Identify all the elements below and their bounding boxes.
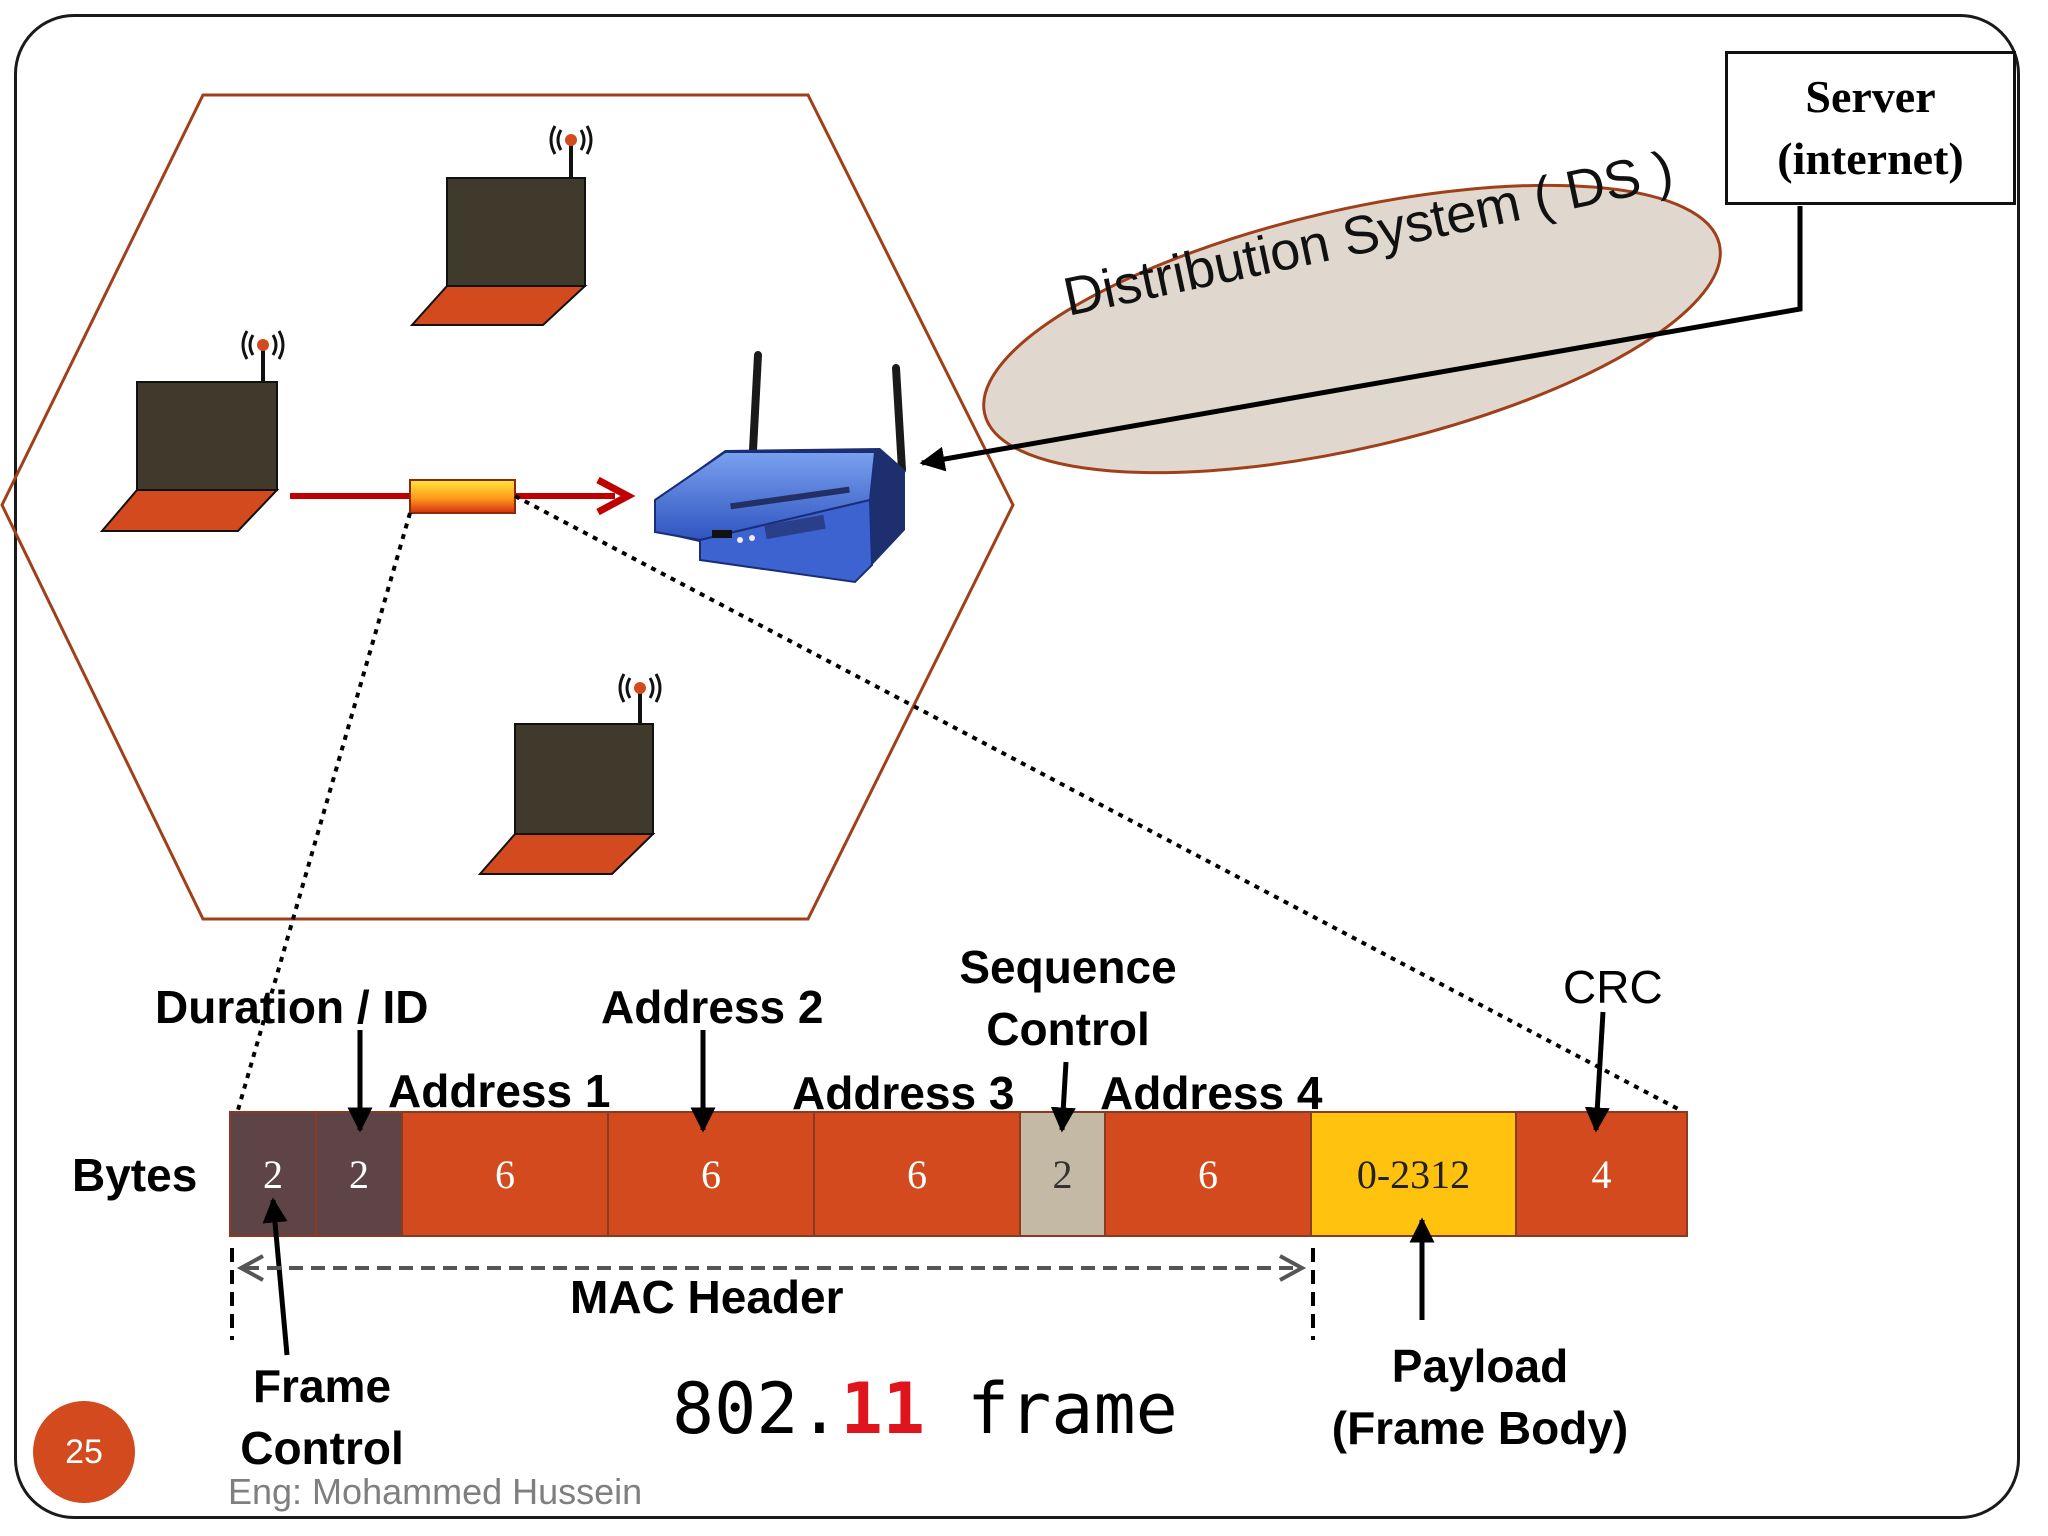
server-label-sub: (internet)	[1777, 133, 1964, 184]
field-sequence-control	[1019, 1111, 1106, 1237]
zoom-line-left	[236, 512, 412, 1111]
mac-header-span	[230, 1248, 1315, 1340]
frame-packet-icon	[409, 479, 516, 514]
laptop-icon	[409, 177, 588, 326]
frame-control-label: Frame Control	[212, 1355, 432, 1479]
frame-control-label-line: Control	[240, 1422, 404, 1474]
ds-connection-line	[919, 206, 1803, 472]
duration-id-label: Duration / ID	[155, 981, 429, 1033]
caption-highlight: 11	[840, 1368, 925, 1450]
field-address-1	[401, 1111, 609, 1237]
pointer-crc	[1584, 1011, 1610, 1133]
field-crc	[1515, 1111, 1688, 1237]
laptop-icon	[477, 723, 656, 875]
payload-label-line: (Frame Body)	[1331, 1402, 1629, 1454]
field-address-3	[813, 1111, 1021, 1237]
page-number-badge: 25	[33, 1401, 135, 1503]
sequence-control-label-line: Control	[986, 1003, 1150, 1055]
antenna-icon	[549, 125, 593, 178]
payload-label-line: Payload	[1391, 1340, 1569, 1392]
address-4-label: Address 4	[1100, 1067, 1323, 1119]
frame-control-label-line: Frame	[252, 1360, 392, 1412]
field-bytes: 6	[701, 1151, 721, 1197]
field-bytes: 2	[263, 1151, 283, 1197]
antenna-icon	[241, 330, 285, 382]
pointer-sequence-control	[1050, 1061, 1076, 1133]
router-icon	[654, 351, 906, 584]
field-payload	[1310, 1111, 1517, 1237]
crc-label: CRC	[1563, 961, 1663, 1013]
distribution-system-ellipse	[982, 183, 1722, 475]
slide-border	[14, 14, 2020, 1519]
address-2-label: Address 2	[601, 981, 824, 1033]
bss-hexagon	[0, 93, 1015, 921]
bytes-label: Bytes	[72, 1149, 198, 1201]
transmission-arrow	[290, 476, 636, 516]
sequence-control-label-line: Sequence	[959, 941, 1177, 993]
server-box: Server (internet)	[1725, 51, 2016, 205]
server-label: Server	[1805, 71, 1936, 122]
field-bytes: 6	[495, 1151, 515, 1197]
pointer-frame-control	[262, 1197, 290, 1356]
laptop-icon	[99, 381, 280, 532]
address-3-label: Address 3	[792, 1067, 1015, 1119]
caption-suffix: frame	[924, 1368, 1178, 1450]
sequence-control-label: Sequence Control	[930, 936, 1206, 1060]
field-bytes: 2	[1052, 1151, 1073, 1197]
frame-caption: 802.11 frame	[672, 1368, 1178, 1450]
field-bytes: 6	[1198, 1151, 1218, 1197]
field-bytes: 6	[907, 1151, 927, 1197]
field-bytes: 0-2312	[1356, 1151, 1471, 1197]
author-credit: Eng: Mohammed Hussein	[228, 1471, 643, 1512]
antenna-icon	[618, 673, 662, 724]
mac-header-label: MAC Header	[570, 1271, 844, 1323]
payload-label: Payload (Frame Body)	[1300, 1335, 1660, 1459]
caption-prefix: 802.	[672, 1368, 841, 1450]
field-bytes: 4	[1591, 1151, 1612, 1197]
field-bytes: 2	[349, 1151, 369, 1197]
address-1-label: Address 1	[388, 1065, 611, 1117]
